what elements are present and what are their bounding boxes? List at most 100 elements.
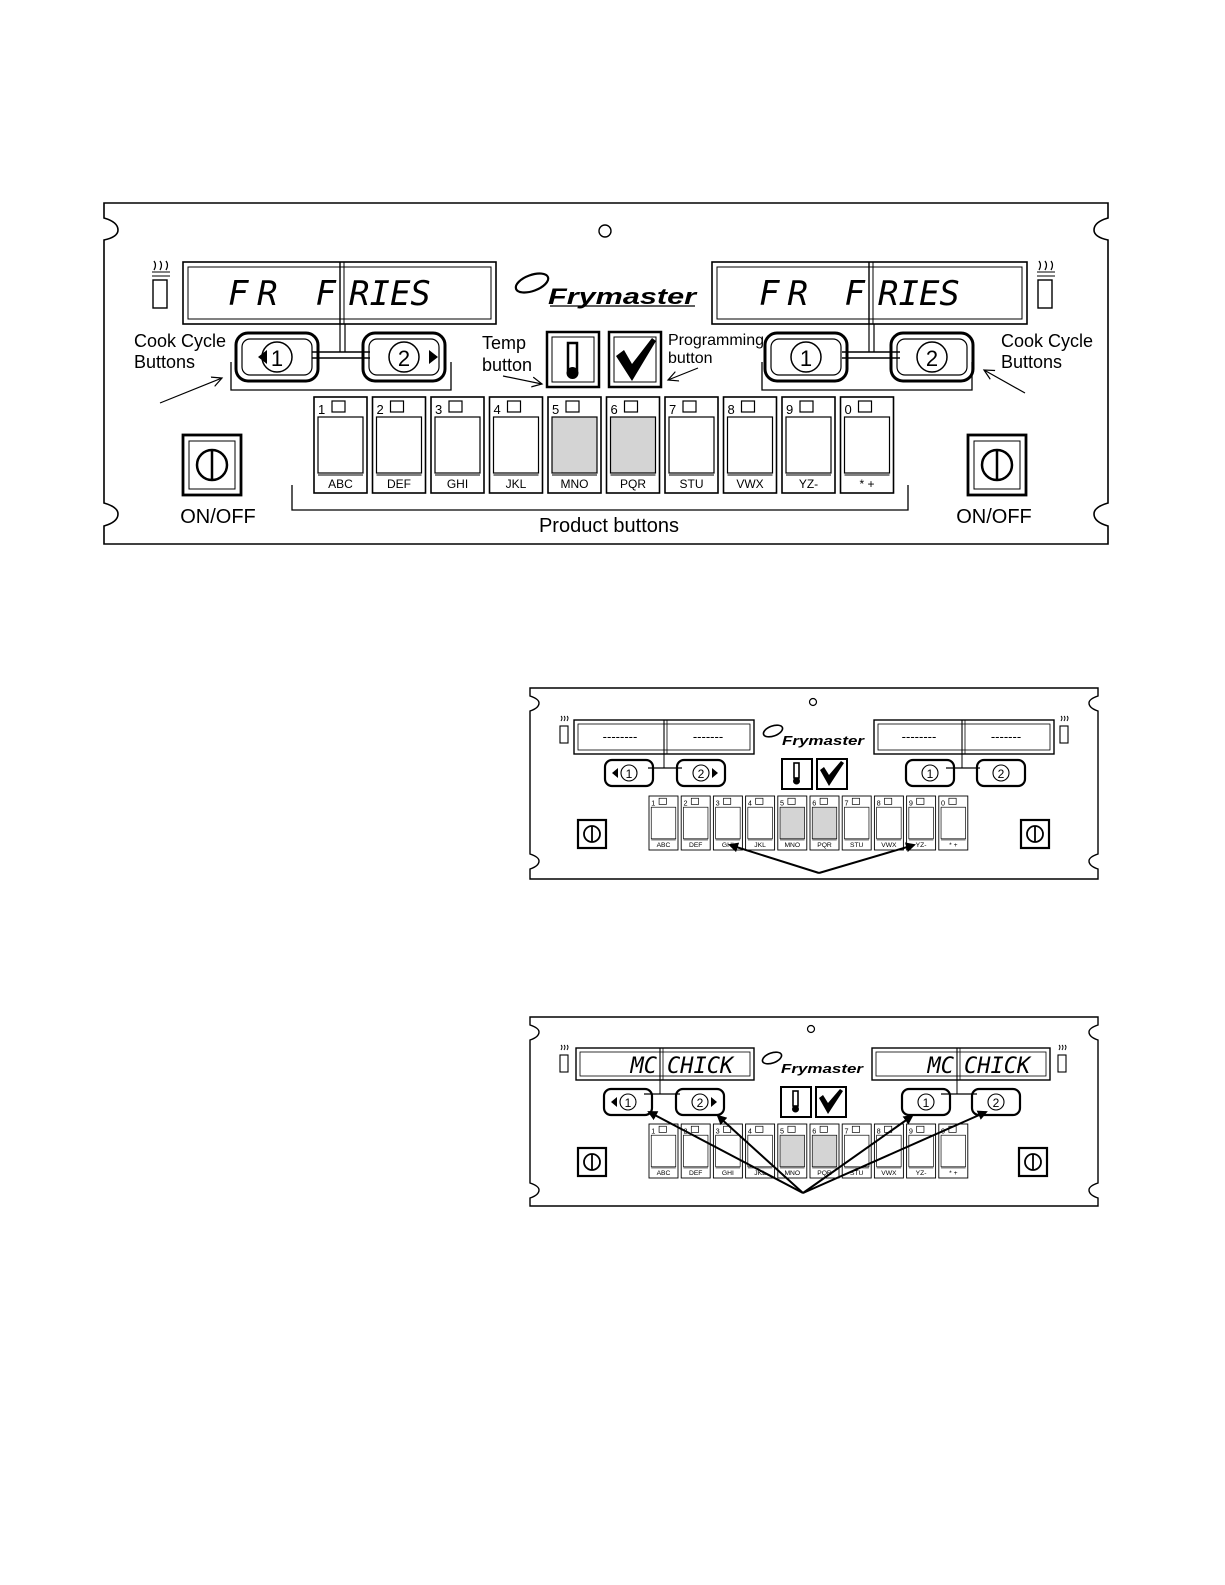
temp-button[interactable] — [780, 1086, 812, 1118]
on-off-switch[interactable] — [181, 433, 243, 497]
on-off-switch[interactable] — [576, 818, 608, 850]
cook-cycle-button-1[interactable]: 1 — [900, 1087, 952, 1117]
product-button-face — [779, 806, 805, 840]
product-button-number: 8 — [728, 402, 735, 417]
indicator-light-icon — [819, 797, 828, 805]
indicator-light-icon — [723, 1125, 732, 1133]
indicator-light-icon — [658, 797, 667, 805]
heat-indicator-icon — [559, 1044, 569, 1073]
on-off-switch[interactable] — [1017, 1146, 1049, 1178]
product-button-face — [715, 806, 741, 840]
control-panel-blank-display: -------- ------- -------- ------- Frymas… — [529, 687, 1099, 880]
left-display: FR F RIES — [182, 261, 497, 325]
cook-cycle-button-2[interactable]: 2 — [674, 1087, 726, 1117]
programming-button[interactable] — [815, 1086, 847, 1118]
product-button-9[interactable]: 9YZ- — [906, 795, 937, 851]
product-button-number: 5 — [780, 1127, 784, 1136]
product-button-number: 8 — [877, 799, 881, 808]
display-segment-b: RIES — [349, 274, 431, 314]
cook-cycle-button-1[interactable]: 1 — [602, 1087, 654, 1117]
frymaster-logo: Frymaster — [514, 272, 698, 309]
svg-text:1: 1 — [800, 346, 812, 371]
product-button-letters: STU — [850, 842, 864, 849]
cook-cycle-button-1[interactable]: 1 — [904, 758, 956, 788]
cook-cycle-button-1[interactable]: 1 — [603, 758, 655, 788]
product-button-0[interactable]: 0* + — [938, 1123, 969, 1179]
indicator-light-icon — [787, 1125, 796, 1133]
product-button-face — [811, 806, 838, 840]
svg-text:1: 1 — [927, 767, 934, 781]
product-button-9[interactable]: 9YZ- — [906, 1123, 937, 1179]
frymaster-logo: Frymaster — [762, 724, 865, 748]
on-off-switch[interactable] — [576, 1146, 608, 1178]
svg-text:2: 2 — [926, 346, 938, 371]
product-buttons-label: Product buttons — [539, 515, 679, 537]
thermometer-icon — [566, 341, 579, 379]
cook-cycle-button-2[interactable]: 2 — [975, 758, 1027, 788]
product-button-letters: PQR — [620, 477, 646, 491]
indicator-light-icon — [331, 400, 346, 413]
product-button-face — [908, 806, 934, 840]
product-button-letters: VWX — [881, 842, 897, 849]
product-button-number: 3 — [716, 799, 720, 808]
product-button-number: 0 — [845, 402, 852, 417]
cook-cycle-button-2[interactable]: 2 — [361, 331, 447, 383]
panel-outline — [103, 202, 1109, 545]
cook-cycle-button-2[interactable]: 2 — [970, 1087, 1022, 1117]
temp-label-line2: button — [482, 355, 532, 375]
product-button-number: 1 — [651, 799, 655, 808]
temp-button[interactable] — [781, 758, 813, 790]
svg-text:--------: -------- — [603, 729, 638, 744]
cook-cycle-button-2[interactable]: 2 — [675, 758, 727, 788]
cook-cycle-button-1[interactable]: 1 — [763, 331, 849, 383]
indicator-light-icon — [565, 400, 580, 413]
temp-button[interactable] — [545, 330, 601, 389]
on-off-switch[interactable] — [966, 433, 1028, 497]
cook-cycle-button-2[interactable]: 2 — [889, 331, 975, 383]
product-button-face — [650, 806, 677, 840]
svg-text:MC: MC — [927, 1054, 955, 1079]
product-button-number: 6 — [611, 402, 618, 417]
product-button-0[interactable]: 0* + — [938, 795, 969, 851]
product-button-number: 6 — [812, 799, 816, 808]
indicator-light-icon — [857, 400, 873, 413]
product-button-face — [650, 1134, 677, 1168]
heat-indicator-icon — [1059, 715, 1069, 744]
programming-button[interactable] — [607, 330, 663, 389]
product-button-9[interactable]: 9YZ- — [781, 396, 836, 494]
product-button-face — [785, 416, 832, 474]
temp-label-line1: Temp — [482, 333, 526, 353]
product-button-number: 5 — [552, 402, 559, 417]
product-button-face — [811, 1134, 838, 1168]
indicator-light-icon — [389, 400, 405, 413]
product-button-number: 5 — [780, 799, 784, 808]
cook-cycle-button-1[interactable]: 1 — [234, 331, 320, 383]
on-off-switch[interactable] — [1019, 818, 1051, 850]
programming-button[interactable] — [816, 758, 848, 790]
right-display: MC CHICK — [871, 1047, 1051, 1081]
product-button-0[interactable]: 0* + — [839, 396, 895, 494]
